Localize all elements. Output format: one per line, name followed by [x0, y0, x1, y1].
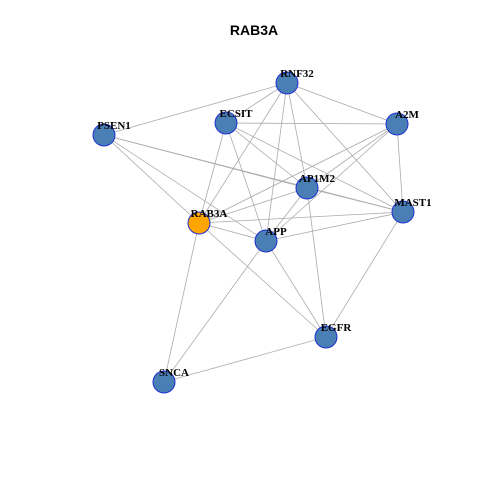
edge-rnf32-psen1	[103, 82, 288, 136]
node-label-ecsit: ECSIT	[219, 108, 253, 120]
node-rab3a	[187, 211, 211, 235]
edge-layer	[103, 82, 404, 383]
edge-a2m-rab3a	[198, 123, 398, 224]
node-egfr	[314, 325, 338, 349]
node-ecsit	[214, 111, 238, 135]
node-label-a2m: A2M	[395, 109, 419, 121]
node-label-ap1m2: AP1M2	[299, 173, 336, 185]
graph-title: RAB3A	[230, 22, 278, 38]
edge-ecsit-a2m	[225, 122, 398, 125]
edge-rnf32-app	[265, 82, 288, 242]
node-rnf32	[275, 71, 299, 95]
edge-app-snca	[163, 240, 267, 383]
edge-ap1m2-mast1	[306, 187, 404, 213]
node-label-rnf32: RNF32	[280, 68, 314, 80]
edge-ap1m2-rab3a	[198, 187, 308, 224]
node-label-psen1: PSEN1	[97, 120, 131, 132]
node-psen1	[92, 123, 116, 147]
node-mast1	[391, 200, 415, 224]
node-label-mast1: MAST1	[394, 197, 431, 209]
edge-psen1-app	[103, 134, 267, 242]
edge-ecsit-app	[225, 122, 267, 242]
edge-psen1-rab3a	[103, 134, 200, 224]
edge-ap1m2-egfr	[306, 187, 327, 338]
edge-a2m-ap1m2	[306, 123, 398, 189]
edge-ecsit-ap1m2	[225, 122, 308, 189]
edge-rnf32-rab3a	[198, 82, 288, 224]
node-a2m	[385, 112, 409, 136]
edge-egfr-snca	[163, 336, 327, 383]
edge-ecsit-mast1	[225, 122, 404, 213]
node-label-app: APP	[265, 226, 287, 238]
node-label-rab3a: RAB3A	[191, 208, 228, 220]
edge-mast1-app	[265, 211, 404, 242]
edge-rab3a-egfr	[198, 222, 327, 338]
edge-mast1-egfr	[325, 211, 404, 338]
edge-app-egfr	[265, 240, 327, 338]
node-ap1m2	[295, 176, 319, 200]
node-label-egfr: EGFR	[321, 322, 353, 334]
edge-a2m-app	[265, 123, 398, 242]
edge-rab3a-app	[198, 222, 267, 242]
edge-ecsit-rab3a	[198, 122, 227, 224]
node-label-snca: SNCA	[159, 367, 189, 379]
edge-mast1-rab3a	[198, 211, 404, 224]
node-layer	[92, 71, 415, 394]
edge-rnf32-mast1	[286, 82, 404, 213]
edge-rnf32-ecsit	[225, 82, 288, 124]
edge-rab3a-snca	[163, 222, 200, 383]
edge-rnf32-a2m	[286, 82, 398, 125]
node-app	[254, 229, 278, 253]
edge-a2m-mast1	[396, 123, 404, 213]
node-snca	[152, 370, 176, 394]
